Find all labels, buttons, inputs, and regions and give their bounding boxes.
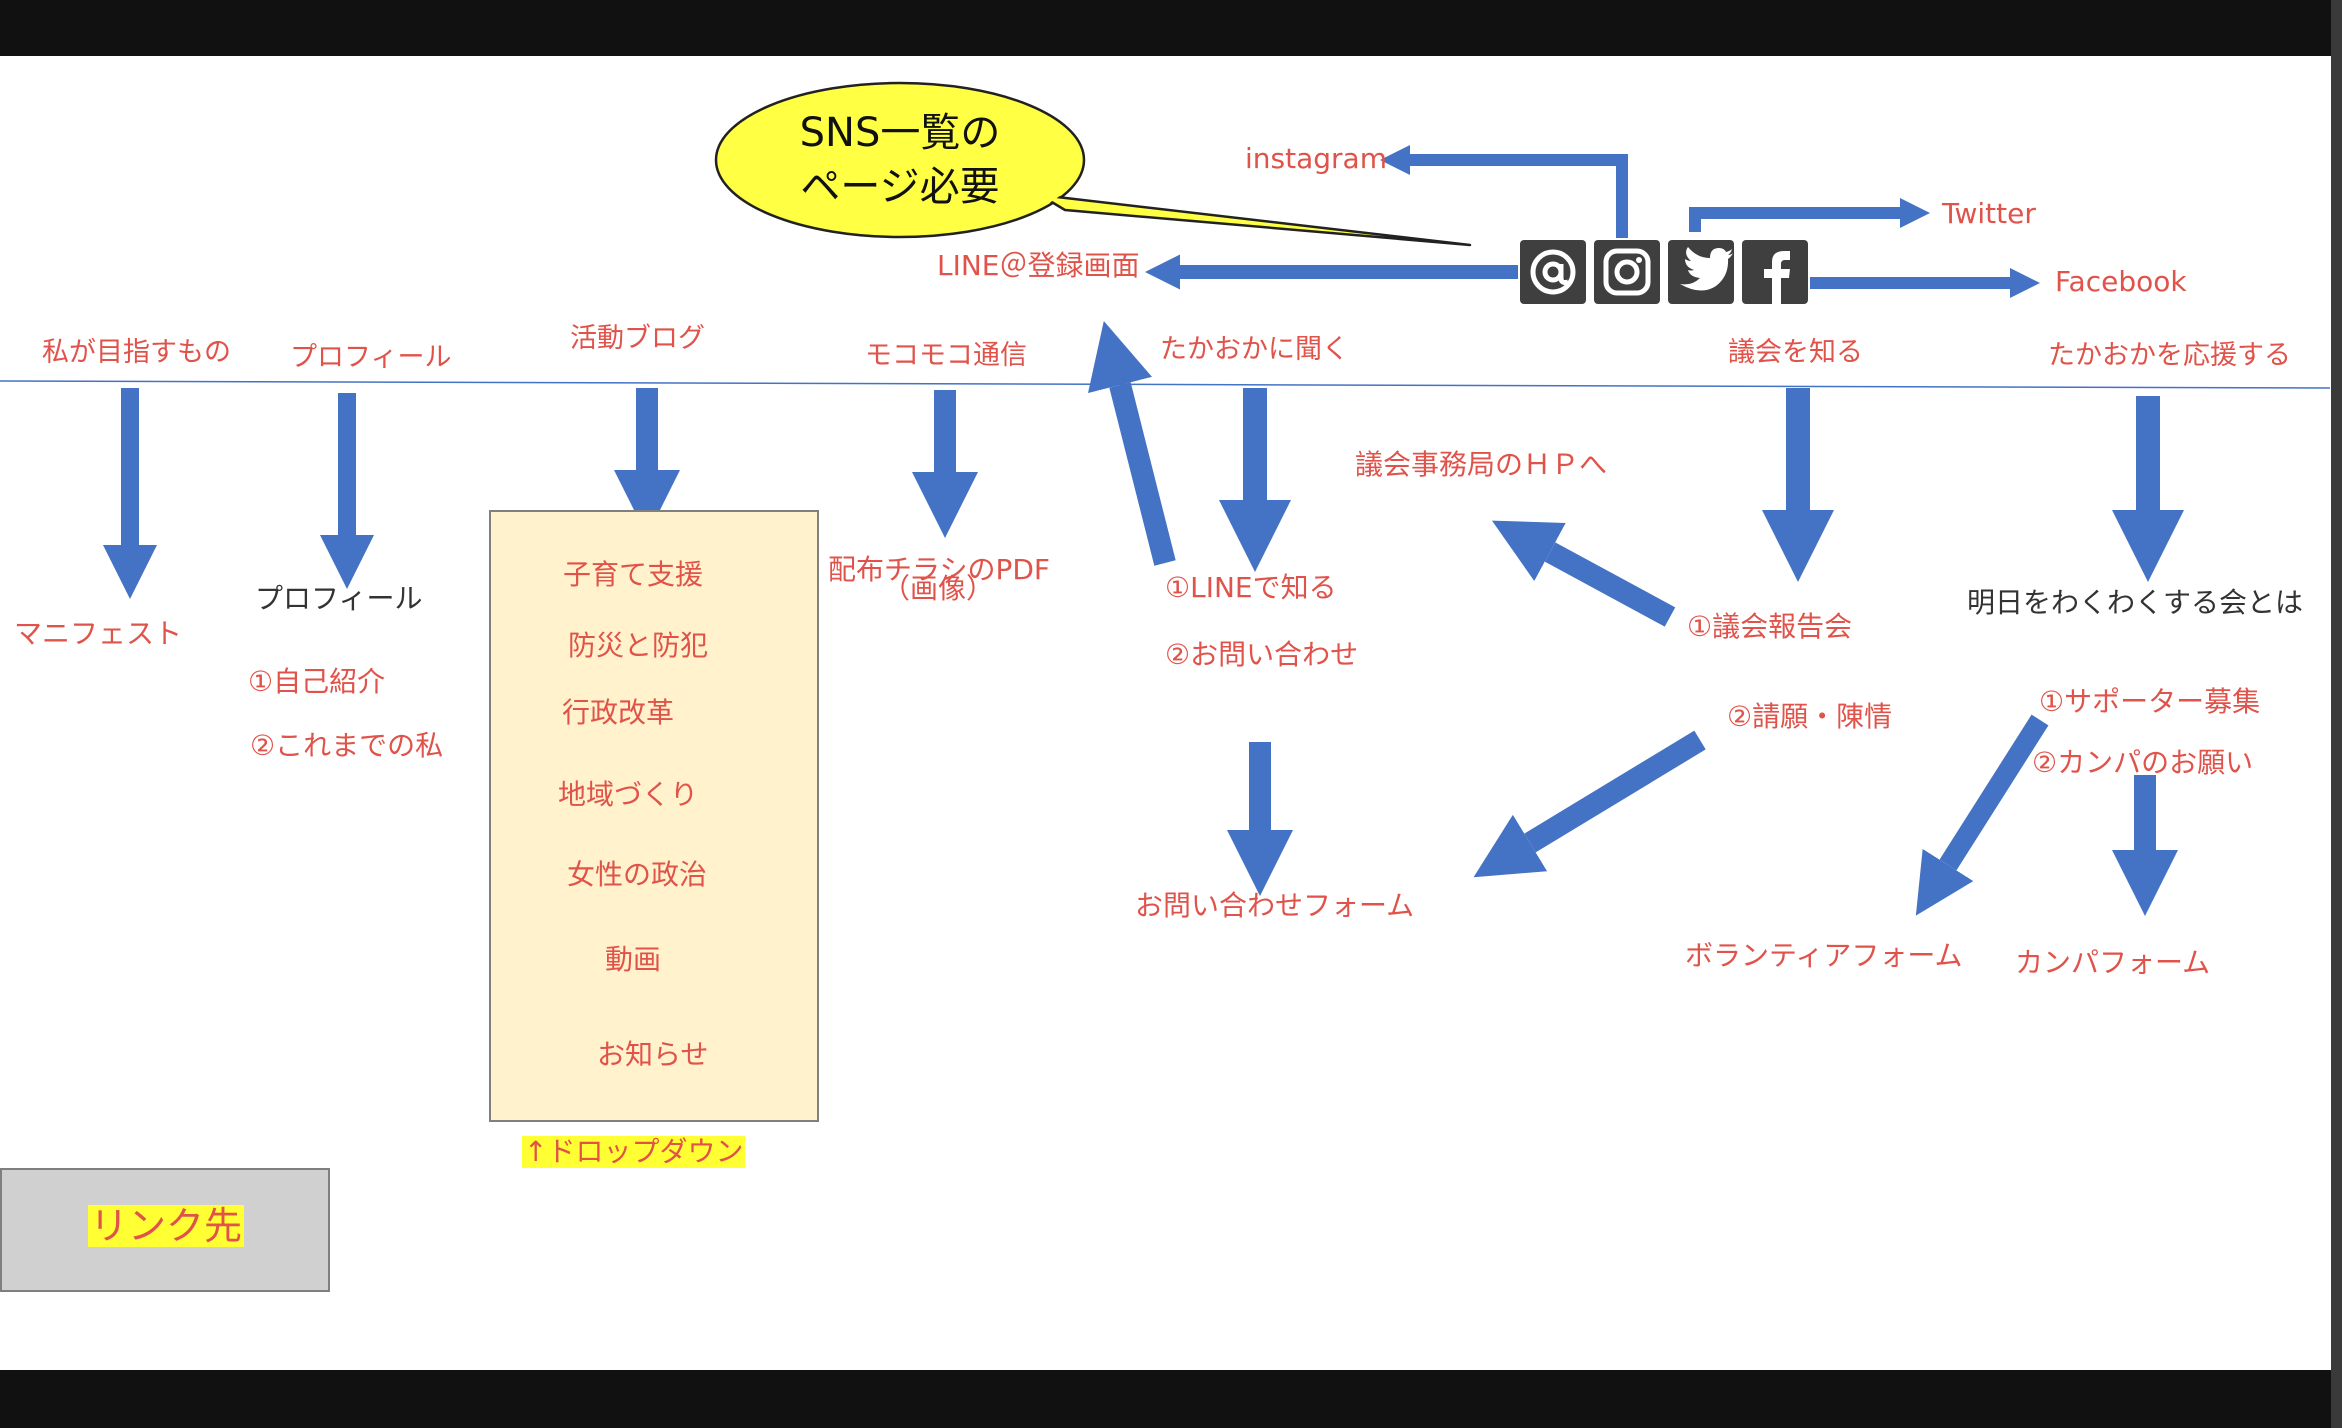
council-item-report[interactable]: ①議会報告会 [1687, 610, 1853, 643]
nav-item-goals[interactable]: 私が目指すもの [42, 337, 231, 368]
top-black-bar [0, 0, 2342, 56]
nav-item-newsletter[interactable]: モコモコ通信 [865, 340, 1027, 371]
facebook-icon[interactable] [1742, 240, 1808, 304]
bottom-black-bar [0, 1370, 2342, 1428]
right-edge-strip [2331, 0, 2342, 1428]
nav-item-support[interactable]: たかおかを応援する [2048, 340, 2291, 371]
nav-item-profile[interactable]: プロフィール [290, 342, 452, 373]
arrow-line-to-registration [1088, 321, 1176, 566]
profile-item-self-intro[interactable]: ①自己紹介 [248, 665, 386, 698]
council-item-petition[interactable]: ②請願・陳情 [1727, 700, 1893, 733]
blog-dropdown-box [489, 510, 819, 1122]
nav-divider-line [0, 380, 2331, 389]
blog-item-women-politics[interactable]: 女性の政治 [567, 858, 708, 891]
sns-twitter-label[interactable]: Twitter [1942, 197, 2036, 230]
instagram-icon[interactable] [1594, 240, 1660, 304]
nav-item-blog[interactable]: 活動ブログ [570, 323, 705, 354]
sns-callout-bubble [714, 81, 1472, 247]
link-legend-label: リンク先 [88, 1204, 245, 1248]
newsletter-pdf-line2: （画像） [882, 572, 995, 605]
sns-instagram-label[interactable]: instagram [1245, 142, 1387, 175]
dropdown-note: ↑ドロップダウン [522, 1135, 746, 1168]
blog-item-video[interactable]: 動画 [605, 943, 662, 976]
blog-item-childcare[interactable]: 子育て支援 [563, 558, 704, 591]
manifesto-page[interactable]: マニフェスト [14, 617, 183, 650]
callout-line-2: ページ必要 [800, 164, 1000, 210]
newsletter-pdf-line1[interactable]: 配布チラシのPDF [828, 553, 1050, 586]
council-office-hp[interactable]: 議会事務局のＨＰへ [1355, 448, 1608, 481]
arrow-to-twitter [1689, 198, 1930, 232]
arrow-to-instagram [1380, 145, 1628, 238]
profile-item-history[interactable]: ②これまでの私 [250, 729, 444, 762]
blog-item-community[interactable]: 地域づくり [558, 778, 699, 811]
sns-line-registration-label[interactable]: LINE＠登録画面 [937, 249, 1140, 282]
callout-line-1: SNS一覧の [799, 110, 1001, 156]
ask-item-line[interactable]: ①LINEで知る [1165, 571, 1337, 604]
twitter-icon[interactable] [1668, 240, 1734, 304]
support-item-donation[interactable]: ②カンパのお願い [2032, 746, 2254, 779]
profile-page-title: プロフィール [255, 582, 423, 615]
callout-text: SNS一覧の ページ必要 [760, 106, 1040, 214]
nav-item-ask[interactable]: たかおかに聞く [1160, 334, 1349, 365]
support-page-title: 明日をわくわくする会とは [1967, 586, 2304, 619]
nav-item-council[interactable]: 議会を知る [1728, 337, 1863, 368]
sns-facebook-label[interactable]: Facebook [2055, 265, 2187, 298]
inquiry-form[interactable]: お問い合わせフォーム [1135, 889, 1415, 922]
arrow-petition-to-form [1473, 730, 1706, 878]
donation-form[interactable]: カンパフォーム [2015, 946, 2211, 979]
support-item-supporter[interactable]: ①サポーター募集 [2039, 685, 2261, 718]
arrow-supporter-to-volunteer [1915, 714, 2049, 916]
blog-item-news[interactable]: お知らせ [597, 1038, 709, 1071]
at-icon[interactable] [1520, 240, 1586, 304]
volunteer-form[interactable]: ボランティアフォーム [1685, 939, 1963, 972]
blog-item-disaster-crime[interactable]: 防災と防犯 [568, 629, 709, 662]
ask-item-inquiry[interactable]: ②お問い合わせ [1165, 638, 1359, 671]
arrow-report-to-hp [1491, 520, 1676, 627]
blog-item-admin-reform[interactable]: 行政改革 [562, 696, 675, 729]
